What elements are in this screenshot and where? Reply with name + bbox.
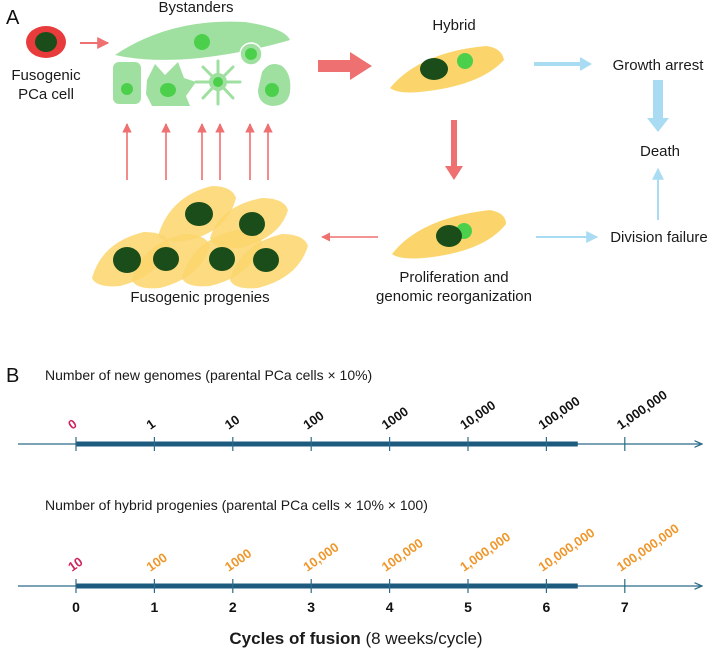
arrow-to-growth-arrest xyxy=(534,57,592,71)
bystander-nucleus xyxy=(121,83,133,95)
arrows-progenies-to-bystanders xyxy=(122,123,273,180)
progenies-label: Fusogenic progenies xyxy=(130,289,269,306)
proliferating-nucleus-dark xyxy=(436,225,462,247)
timeline-value-label: 10,000 xyxy=(300,539,341,574)
timeline-value-label: 100 xyxy=(300,408,326,433)
timeline-value-label: 10 xyxy=(222,412,242,433)
hybrid-label: Hybrid xyxy=(432,17,475,34)
cycle-tick-label: 5 xyxy=(464,599,472,615)
fusogenic-label-line1: Fusogenic xyxy=(11,67,81,84)
fusogenic-pca-cell xyxy=(26,26,66,58)
arrow-fusion xyxy=(318,52,372,80)
hybrid-nucleus-green xyxy=(457,53,473,69)
cycle-tick-label: 3 xyxy=(307,599,315,615)
cycle-tick-label: 1 xyxy=(151,599,159,615)
axis-title-bold: Cycles of fusion xyxy=(229,629,360,648)
fusogenic-progenies-cluster xyxy=(92,186,308,289)
cycle-tick-label: 0 xyxy=(72,599,80,615)
bystander-nucleus xyxy=(194,34,210,50)
cycle-tick-label: 4 xyxy=(386,599,394,615)
bystanders-label: Bystanders xyxy=(158,0,233,16)
cycle-tick-label: 2 xyxy=(229,599,237,615)
proliferation-label-line2: genomic reorganization xyxy=(376,288,532,305)
timeline-value-label: 10,000 xyxy=(457,397,498,432)
axis-title: Cycles of fusion (8 weeks/cycle) xyxy=(229,629,482,648)
bottom-timeline-title: Number of hybrid progenies (parental PCa… xyxy=(45,497,428,513)
timeline-value-label: 1,000,000 xyxy=(457,529,513,574)
timeline-value-label: 100 xyxy=(144,550,170,575)
timeline-value-label: 10 xyxy=(65,554,85,575)
timeline-value-label: 0 xyxy=(65,416,80,432)
proliferating-cell xyxy=(392,210,506,259)
fusogenic-label-line2: PCa cell xyxy=(18,86,74,103)
fusogenic-cell-nucleus xyxy=(35,32,57,52)
timeline-value-label: 100,000 xyxy=(536,393,583,432)
panel-a-letter: A xyxy=(6,7,20,29)
progeny-nuclei xyxy=(113,202,279,273)
hybrid-cell xyxy=(390,46,504,93)
timeline-value-label: 10,000,000 xyxy=(536,525,598,575)
bystander-nucleus xyxy=(160,83,176,97)
arrow-to-proliferation xyxy=(445,120,463,180)
bystander-cells xyxy=(113,21,291,106)
arrow-to-death xyxy=(647,80,669,132)
timeline-value-label: 100,000 xyxy=(379,535,426,574)
timeline-genomes: 0 1 10 100 1000 10,000 100,000 1,000,000 xyxy=(18,387,702,451)
panel-b: B Number of new genomes (parental PCa ce… xyxy=(6,365,702,648)
cycle-tick-label: 7 xyxy=(621,599,629,615)
timeline-value-label: 1000 xyxy=(222,546,254,575)
panel-a: A Fusogenic PCa cell Bystanders xyxy=(6,0,708,306)
panel-b-letter: B xyxy=(6,365,19,387)
timeline-value-label: 1 xyxy=(144,416,159,432)
timeline-value-label: 1000 xyxy=(379,404,411,433)
proliferation-label-line1: Proliferation and xyxy=(399,269,508,286)
timeline-value-label: 1,000,000 xyxy=(614,387,670,432)
timeline-value-label: 100,000,000 xyxy=(614,521,682,575)
bystander-cell-dendritic xyxy=(194,59,242,106)
hybrid-nucleus-dark xyxy=(420,58,448,80)
division-failure-label: Division failure xyxy=(610,229,708,246)
death-label: Death xyxy=(640,143,680,160)
bystander-nucleus xyxy=(265,83,279,97)
growth-arrest-label: Growth arrest xyxy=(613,57,705,74)
bystander-nucleus xyxy=(245,48,257,60)
cycle-tick-label: 6 xyxy=(543,599,551,615)
axis-title-rest: (8 weeks/cycle) xyxy=(361,629,483,648)
top-timeline-title: Number of new genomes (parental PCa cell… xyxy=(45,367,372,383)
